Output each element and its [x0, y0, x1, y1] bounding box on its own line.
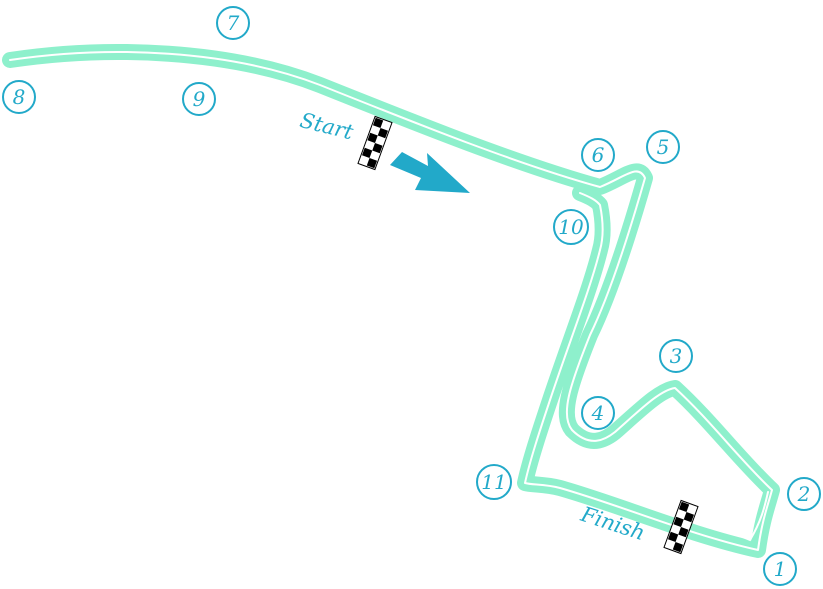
turn-marker-3: 3 [659, 339, 693, 373]
turn-marker-10: 10 [553, 209, 589, 245]
turn-marker-4: 4 [581, 396, 615, 430]
track-inner-strand [544, 464, 769, 542]
start-checkered-flag-icon [357, 115, 393, 171]
direction-arrow-icon [390, 152, 470, 193]
track-racing-line [9, 51, 773, 551]
turn-number: 3 [670, 344, 683, 368]
turn-number: 6 [592, 143, 605, 167]
turn-marker-5: 5 [646, 130, 680, 164]
turn-marker-11: 11 [476, 464, 512, 500]
turn-marker-9: 9 [182, 82, 216, 116]
turn-number: 4 [591, 401, 605, 425]
turn-marker-8: 8 [2, 80, 36, 114]
turn-marker-7: 7 [216, 6, 250, 40]
turn-marker-6: 6 [581, 138, 615, 172]
turn-number: 2 [797, 482, 811, 506]
turn-number: 5 [657, 135, 670, 159]
turn-number: 8 [13, 85, 26, 109]
turn-number: 11 [481, 470, 506, 494]
finish-checkered-flag-icon [663, 499, 699, 555]
turn-number: 7 [227, 11, 240, 35]
turn-number: 1 [774, 557, 787, 581]
turn-marker-1: 1 [763, 552, 797, 586]
turn-number: 9 [193, 87, 206, 111]
start-label: Start [298, 108, 357, 144]
turn-number: 10 [558, 215, 584, 239]
turn-marker-2: 2 [787, 477, 821, 511]
